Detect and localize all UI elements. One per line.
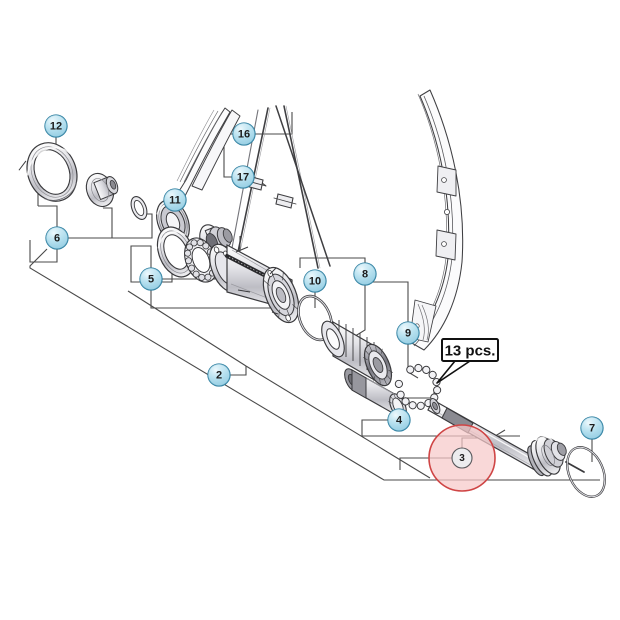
qty-pointer — [436, 360, 471, 384]
spoke-3 — [275, 105, 331, 267]
callout-6[interactable]: 6 — [45, 226, 69, 250]
part-axle-sleeve — [344, 368, 408, 419]
part-bearing-ball-retainer — [184, 237, 218, 283]
callout-8-label: 8 — [362, 269, 368, 281]
axle-right-end — [527, 436, 567, 477]
spoke-2 — [283, 105, 319, 269]
callout-16-label: 16 — [238, 129, 250, 141]
part-cone-seal-ring — [156, 226, 196, 278]
leader-line-2 — [230, 366, 247, 376]
hub-logo-etch — [225, 254, 268, 278]
callout-17[interactable]: 17 — [231, 165, 255, 189]
hub-right-flange — [262, 266, 300, 324]
qty-box-label: 13 pcs. — [445, 343, 496, 360]
callout-9[interactable]: 9 — [396, 321, 420, 345]
callout-10[interactable]: 10 — [303, 269, 327, 293]
callout-7[interactable]: 7 — [580, 416, 604, 440]
callout-bubbles: 2 3 4 5 6 7 8 — [44, 114, 604, 469]
callout-4-label: 4 — [396, 415, 403, 427]
callout-10-label: 10 — [309, 276, 321, 288]
callout-9-label: 9 — [405, 328, 411, 340]
quantity-label-13-pcs: 13 pcs. — [436, 338, 499, 384]
cone-nut — [85, 172, 119, 208]
callout-16[interactable]: 16 — [232, 122, 256, 146]
callout-5-label: 5 — [148, 274, 154, 286]
callout-2-label: 2 — [216, 370, 222, 382]
leader-line-8-top — [299, 257, 366, 268]
leader-line-5 — [130, 245, 173, 283]
leader-line-8 — [351, 285, 366, 339]
part-right-o-ring — [566, 446, 606, 498]
callout-12-label: 12 — [50, 121, 62, 133]
washer — [130, 196, 148, 220]
leader-line-17 — [223, 134, 232, 178]
callout-11-label: 11 — [169, 195, 181, 207]
leader-line-2-diag — [127, 290, 247, 367]
rim-arc-section — [407, 89, 464, 351]
part-ball-bearing-set — [394, 363, 442, 410]
spokes-group — [231, 105, 331, 269]
callout-8[interactable]: 8 — [353, 262, 377, 286]
callout-7-label: 7 — [589, 423, 595, 435]
part-freehub-body — [321, 320, 394, 387]
leader-line-6-b — [29, 240, 58, 263]
callout-17-label: 17 — [237, 172, 249, 184]
leader-line-6-fan — [66, 207, 113, 239]
callout-4[interactable]: 4 — [387, 408, 411, 432]
callout-3[interactable]: 3 — [451, 447, 473, 469]
part-hub-shell — [209, 243, 300, 324]
leader-line-2-diag2 — [245, 365, 431, 479]
leader-line-network — [29, 110, 600, 481]
part-dust-cap-seal-ring — [18, 142, 78, 202]
callout-12[interactable]: 12 — [44, 114, 68, 138]
leader-line-9 — [368, 281, 409, 322]
callout-3-label: 3 — [459, 453, 465, 464]
qty-box — [441, 338, 499, 362]
callout-5[interactable]: 5 — [139, 267, 163, 291]
callout-11[interactable]: 11 — [163, 188, 187, 212]
callout-6-label: 6 — [54, 233, 60, 245]
spoke-nipple-b — [273, 193, 297, 209]
callout-2[interactable]: 2 — [207, 363, 231, 387]
